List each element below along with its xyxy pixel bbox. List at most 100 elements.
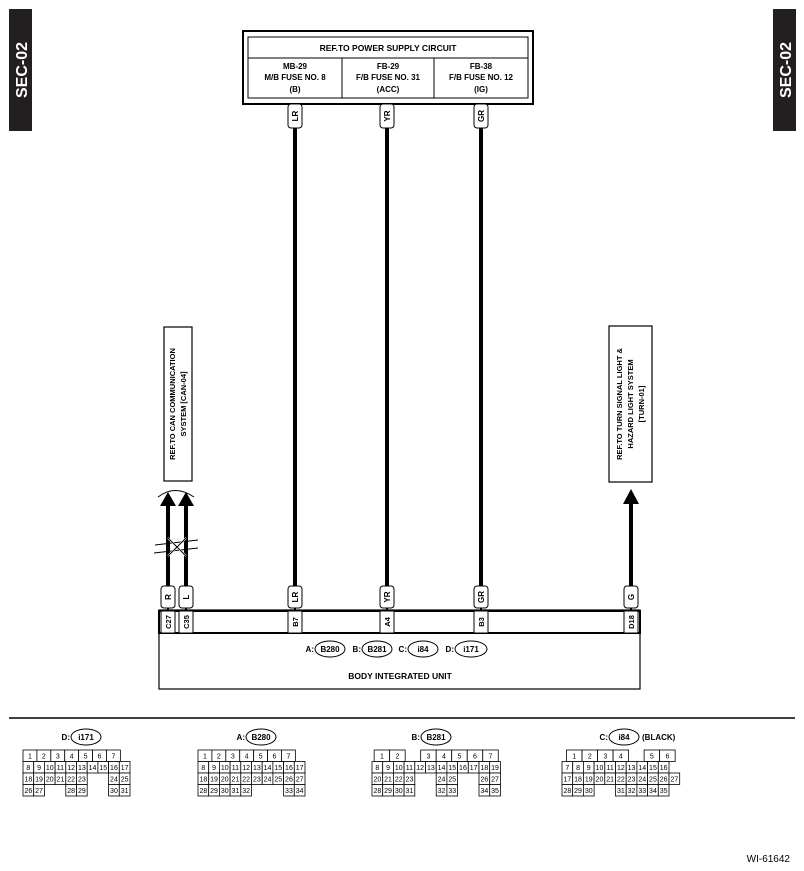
- svg-text:26: 26: [660, 777, 668, 784]
- svg-text:22: 22: [617, 777, 625, 784]
- svg-text:17: 17: [563, 777, 571, 784]
- sec-tab-right: [773, 9, 796, 131]
- unit-connector-b281: B:B281: [353, 640, 393, 658]
- svg-text:21: 21: [384, 777, 392, 784]
- unit-connector-i84: C:i84: [399, 640, 439, 658]
- unit-connector-b280: A:B280: [306, 640, 346, 658]
- svg-text:22: 22: [67, 777, 75, 784]
- svg-text:19: 19: [585, 777, 593, 784]
- svg-text:REF.TO TURN SIGNAL LIGHT &: REF.TO TURN SIGNAL LIGHT &: [615, 348, 624, 460]
- svg-text:20: 20: [596, 777, 604, 784]
- svg-text:4: 4: [619, 754, 623, 761]
- svg-text:24: 24: [264, 777, 272, 784]
- svg-text:5: 5: [259, 754, 263, 761]
- fuse-col-2-line-3: (ACC): [377, 85, 400, 94]
- svg-text:27: 27: [670, 777, 678, 784]
- svg-text:27: 27: [296, 777, 304, 784]
- power-wires: [293, 104, 483, 594]
- svg-text:25: 25: [649, 777, 657, 784]
- svg-text:26: 26: [285, 777, 293, 784]
- fuse-col-2-line-2: F/B FUSE NO. 31: [356, 73, 421, 82]
- svg-text:31: 31: [232, 788, 240, 795]
- svg-text:18: 18: [24, 777, 32, 784]
- svg-text:i171: i171: [78, 733, 94, 742]
- svg-text:12: 12: [67, 765, 75, 772]
- svg-text:B280: B280: [251, 733, 271, 742]
- svg-text:HAZARD LIGHT SYSTEM: HAZARD LIGHT SYSTEM: [626, 359, 635, 448]
- sec-tab-right-label: SEC-02: [778, 42, 795, 98]
- svg-text:26: 26: [480, 777, 488, 784]
- svg-text:25: 25: [121, 777, 129, 784]
- svg-text:15: 15: [99, 765, 107, 772]
- svg-text:12: 12: [416, 765, 424, 772]
- svg-text:SYSTEM [CAN-04]: SYSTEM [CAN-04]: [179, 371, 188, 437]
- svg-text:16: 16: [459, 765, 467, 772]
- svg-text:29: 29: [574, 788, 582, 795]
- svg-text:YR: YR: [383, 110, 392, 121]
- svg-text:19: 19: [491, 765, 499, 772]
- svg-text:16: 16: [285, 765, 293, 772]
- svg-text:10: 10: [221, 765, 229, 772]
- svg-text:A:: A:: [237, 733, 245, 742]
- wire-color-label: GR: [477, 591, 486, 603]
- svg-text:3: 3: [426, 754, 430, 761]
- svg-text:3: 3: [231, 754, 235, 761]
- wire-color-label: L: [182, 594, 191, 599]
- svg-text:19: 19: [210, 777, 218, 784]
- pin-label: A4: [383, 616, 392, 626]
- svg-text:24: 24: [638, 777, 646, 784]
- svg-text:28: 28: [373, 788, 381, 795]
- svg-text:29: 29: [384, 788, 392, 795]
- svg-text:20: 20: [373, 777, 381, 784]
- svg-text:4: 4: [70, 754, 74, 761]
- svg-text:B:: B:: [412, 733, 420, 742]
- svg-text:25: 25: [448, 777, 456, 784]
- svg-text:15: 15: [448, 765, 456, 772]
- svg-text:1: 1: [380, 754, 384, 761]
- svg-text:10: 10: [395, 765, 403, 772]
- svg-text:18: 18: [574, 777, 582, 784]
- svg-text:28: 28: [67, 788, 75, 795]
- svg-text:30: 30: [585, 788, 593, 795]
- wire-color-label: LR: [291, 591, 300, 602]
- svg-text:11: 11: [406, 765, 413, 772]
- svg-text:4: 4: [442, 754, 446, 761]
- pin-label: B7: [291, 617, 300, 627]
- top-wire-label-lr: LR: [287, 103, 303, 129]
- svg-text:16: 16: [660, 765, 668, 772]
- svg-text:B281: B281: [367, 645, 387, 654]
- svg-text:35: 35: [491, 788, 499, 795]
- svg-text:7: 7: [489, 754, 493, 761]
- svg-text:13: 13: [427, 765, 435, 772]
- svg-text:LR: LR: [291, 110, 300, 121]
- svg-text:11: 11: [57, 765, 64, 772]
- pin-label: C35: [182, 615, 191, 629]
- pin-label: C27: [164, 615, 173, 629]
- unit-connector-i171: D:i171: [446, 640, 488, 658]
- svg-text:7: 7: [286, 754, 290, 761]
- svg-text:20: 20: [221, 777, 229, 784]
- svg-text:28: 28: [199, 788, 207, 795]
- turn-ref-box: REF.TO TURN SIGNAL LIGHT & HAZARD LIGHT …: [608, 325, 653, 483]
- svg-text:6: 6: [98, 754, 102, 761]
- svg-text:10: 10: [46, 765, 54, 772]
- svg-text:21: 21: [232, 777, 240, 784]
- svg-text:2: 2: [395, 754, 399, 761]
- svg-text:5: 5: [458, 754, 462, 761]
- svg-text:i171: i171: [463, 645, 479, 654]
- svg-text:(BLACK): (BLACK): [642, 733, 676, 742]
- svg-text:1: 1: [203, 754, 207, 761]
- svg-text:17: 17: [121, 765, 129, 772]
- svg-text:31: 31: [406, 788, 414, 795]
- svg-text:34: 34: [480, 788, 488, 795]
- svg-text:GR: GR: [477, 110, 486, 122]
- svg-text:C:: C:: [399, 645, 407, 654]
- svg-text:D:: D:: [62, 733, 70, 742]
- svg-text:12: 12: [617, 765, 625, 772]
- svg-text:18: 18: [480, 765, 488, 772]
- svg-text:2: 2: [42, 754, 46, 761]
